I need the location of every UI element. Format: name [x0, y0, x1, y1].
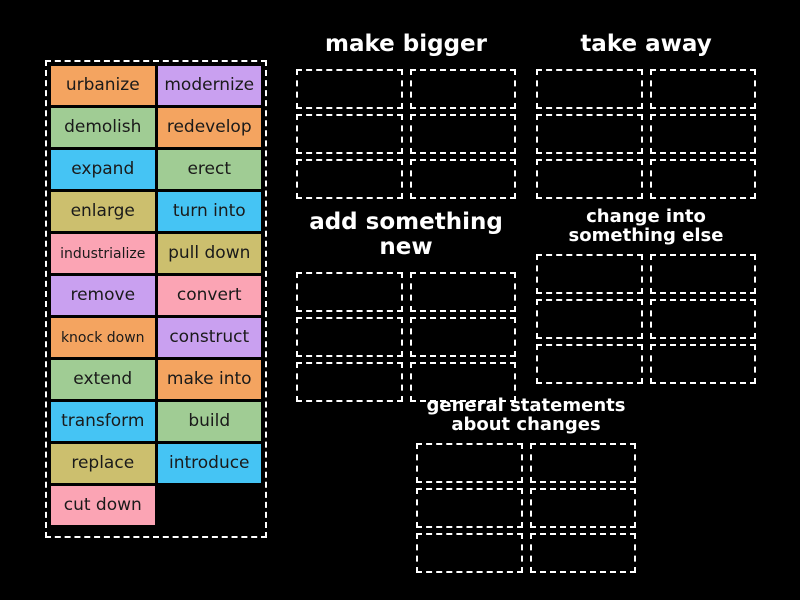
drop-slot-grid-make-bigger — [296, 68, 516, 199]
drop-slot[interactable] — [409, 271, 516, 312]
drop-slot[interactable] — [536, 343, 643, 384]
word-tile[interactable]: urbanize — [51, 66, 155, 105]
word-tile[interactable]: make into — [157, 360, 261, 399]
drop-slot[interactable] — [296, 68, 403, 109]
word-tile[interactable]: enlarge — [51, 192, 155, 231]
word-tile[interactable]: erect — [157, 150, 261, 189]
category-group-add-something-new: add something new — [296, 210, 516, 402]
drop-slot-grid-take-away — [536, 68, 756, 199]
word-tile[interactable]: turn into — [157, 192, 261, 231]
drop-slot[interactable] — [409, 316, 516, 357]
word-tile[interactable]: expand — [51, 150, 155, 189]
category-title-line: something else — [568, 225, 724, 247]
drop-slot[interactable] — [529, 532, 636, 573]
category-group-take-away: take away — [536, 32, 756, 199]
word-tile[interactable]: redevelop — [157, 108, 261, 147]
drop-slot[interactable] — [536, 68, 643, 109]
drop-slot-grid-add-something-new — [296, 271, 516, 402]
word-bank-empty-cell — [158, 486, 262, 525]
drop-slot[interactable] — [529, 442, 636, 483]
word-tile[interactable]: introduce — [157, 444, 261, 483]
word-tile[interactable]: transform — [51, 402, 155, 441]
drop-slot[interactable] — [649, 343, 756, 384]
drop-slot[interactable] — [649, 298, 756, 339]
category-title-line: make bigger — [325, 31, 487, 57]
drop-slot[interactable] — [649, 68, 756, 109]
word-tile[interactable]: knock down — [51, 318, 155, 357]
drop-slot[interactable] — [296, 361, 403, 402]
category-title-take-away: take away — [536, 32, 756, 57]
drop-slot[interactable] — [536, 298, 643, 339]
drop-slot[interactable] — [649, 158, 756, 199]
word-tile[interactable]: industrialize — [51, 234, 155, 273]
category-title-line: general statements — [426, 395, 626, 416]
category-group-make-bigger: make bigger — [296, 32, 516, 199]
drop-slot[interactable] — [409, 68, 516, 109]
drop-slot[interactable] — [536, 113, 643, 154]
word-tile[interactable]: replace — [51, 444, 155, 483]
drop-slot[interactable] — [296, 113, 403, 154]
word-tile[interactable]: demolish — [51, 108, 155, 147]
drop-slot-grid-general-statements — [416, 442, 636, 573]
word-tile[interactable]: remove — [51, 276, 155, 315]
category-title-line: add something new — [309, 209, 503, 260]
drop-slot[interactable] — [416, 442, 523, 483]
category-title-line: change into — [586, 206, 706, 227]
category-title-add-something-new: add something new — [296, 210, 516, 260]
drop-slot[interactable] — [416, 487, 523, 528]
word-tile[interactable]: pull down — [157, 234, 261, 273]
drop-slot[interactable] — [536, 158, 643, 199]
word-tile[interactable]: construct — [157, 318, 261, 357]
drop-slot[interactable] — [409, 113, 516, 154]
word-tile[interactable]: cut down — [51, 486, 155, 525]
word-tile[interactable]: modernize — [157, 66, 261, 105]
drop-slot[interactable] — [416, 532, 523, 573]
word-tile[interactable]: extend — [51, 360, 155, 399]
word-tile[interactable]: convert — [157, 276, 261, 315]
category-title-line: about changes — [451, 414, 601, 436]
drop-slot[interactable] — [649, 113, 756, 154]
drop-slot-grid-change-into-something-else — [536, 253, 756, 384]
drop-slot[interactable] — [296, 271, 403, 312]
category-title-line: take away — [580, 31, 712, 57]
drop-slot[interactable] — [529, 487, 636, 528]
drop-slot[interactable] — [649, 253, 756, 294]
drop-slot[interactable] — [536, 253, 643, 294]
drop-slot[interactable] — [296, 316, 403, 357]
word-tile[interactable]: build — [157, 402, 261, 441]
category-title-make-bigger: make bigger — [296, 32, 516, 57]
drop-slot[interactable] — [296, 158, 403, 199]
drop-slot[interactable] — [409, 158, 516, 199]
drop-slot[interactable] — [409, 361, 516, 402]
